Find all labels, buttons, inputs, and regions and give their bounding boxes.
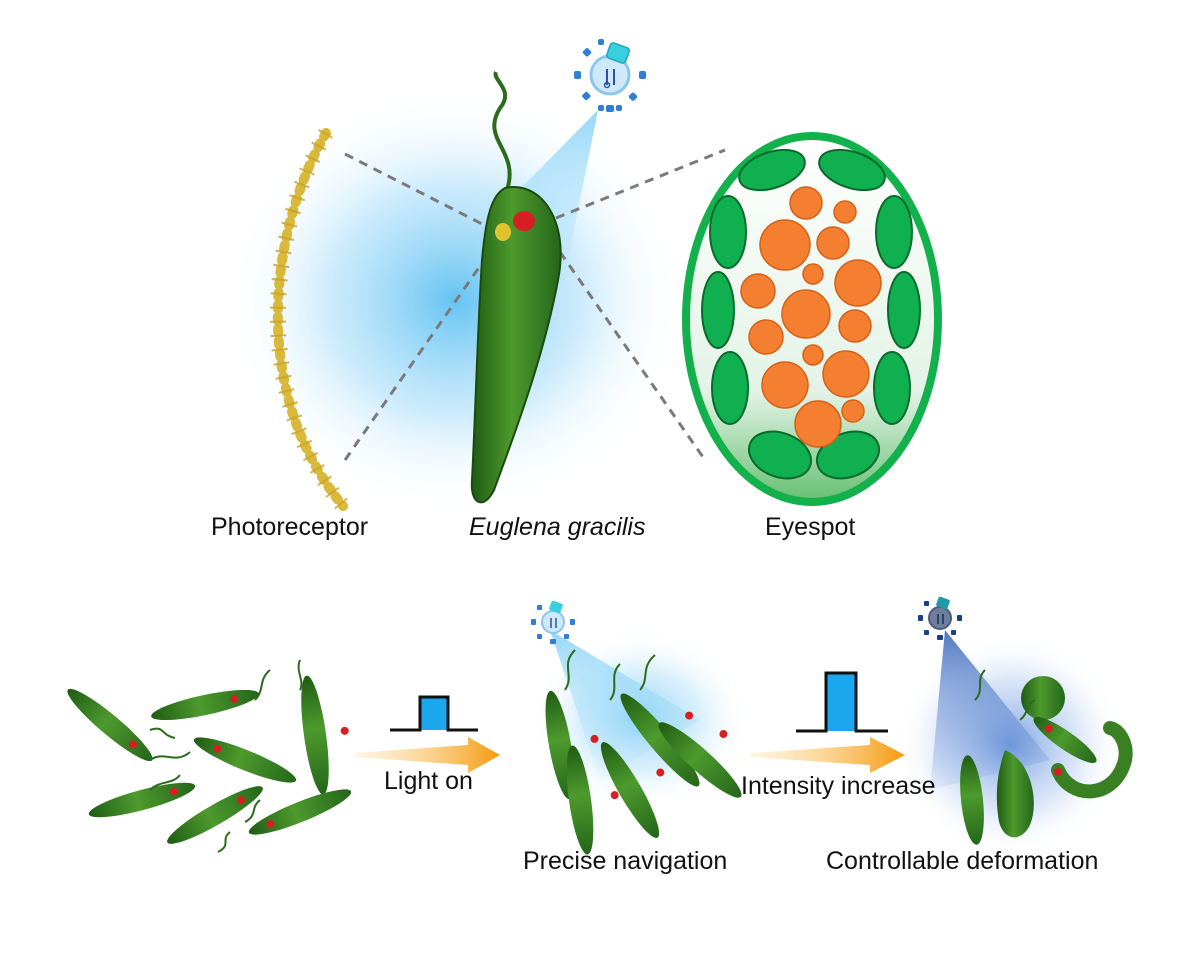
connector-lines: [343, 148, 726, 461]
euglena-cell: [470, 71, 562, 504]
light-source-icon: [574, 39, 646, 112]
deformed-cells: [960, 669, 1133, 845]
pulse-signal-icon: [390, 695, 478, 732]
photoreceptor-label: Photoreceptor: [211, 513, 369, 541]
organism-label: Euglena gracilis: [469, 513, 646, 541]
light-source-icon-navigation: [531, 600, 575, 644]
arrow-icon-2: [750, 737, 905, 773]
arrow-icon: [355, 737, 500, 773]
aligned-cells: [545, 649, 742, 855]
precise-navigation-label: Precise navigation: [523, 847, 728, 875]
light-source-icon-deformation: [918, 596, 962, 640]
random-cells: [67, 659, 352, 853]
eyespot-label: Eyespot: [765, 513, 856, 541]
photoreceptor-illustration: [269, 128, 350, 512]
eyespot-illustration: [682, 132, 942, 506]
controllable-deformation-label: Controllable deformation: [826, 847, 1099, 875]
intensity-increase-label: Intensity increase: [741, 772, 936, 800]
pulse-signal-icon-2: [796, 671, 888, 733]
light-on-label: Light on: [384, 767, 473, 795]
deformation-beam: [930, 630, 1050, 790]
